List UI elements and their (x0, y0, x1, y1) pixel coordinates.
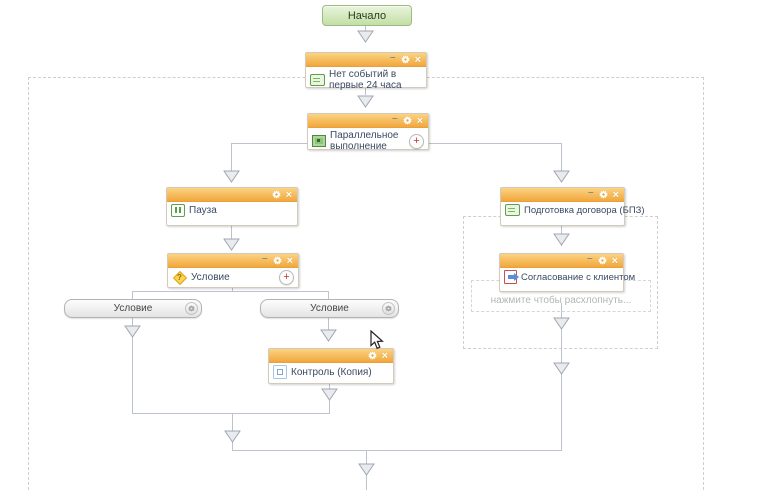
arrowhead-icon (223, 238, 240, 251)
settings-gear-icon[interactable] (400, 55, 410, 64)
arrowhead-icon (553, 170, 570, 183)
activity-title: Условие (191, 272, 230, 283)
connector-line (561, 303, 562, 450)
arrowhead-icon (223, 170, 240, 183)
activity-header: × (167, 188, 297, 202)
add-branch-button[interactable]: + (409, 133, 424, 149)
activity-title: Нет событий в первые 24 часа (329, 69, 402, 91)
expand-hint-label: нажмите чтобы расхлопнуть... (490, 294, 632, 306)
arrowhead-icon (357, 95, 374, 108)
connector-line (427, 143, 562, 144)
close-icon[interactable]: × (611, 254, 618, 267)
control-activity-icon (273, 365, 287, 379)
arrowhead-icon (320, 329, 337, 342)
activity-title: Контроль (Копия) (291, 366, 372, 378)
activity-parallel-execution[interactable]: – × Параллельное выполнение + (307, 113, 429, 152)
activity-title: Параллельное выполнение (330, 130, 399, 152)
activity-client-approval[interactable]: – × Согласование с клиентом (499, 253, 635, 292)
settings-gear-icon[interactable] (271, 190, 281, 199)
minimize-button[interactable]: – (262, 253, 268, 264)
activity-contract-preparation[interactable]: – × Подготовка договора (БПЗ) (500, 187, 645, 226)
arrowhead-icon (553, 317, 570, 330)
settings-gear-icon[interactable] (597, 256, 607, 265)
activity-control-copy[interactable]: × Контроль (Копия) (268, 348, 394, 384)
arrowhead-icon (224, 430, 241, 443)
arrowhead-icon (357, 30, 374, 43)
arrowhead-icon (553, 362, 570, 375)
minimize-button[interactable]: – (390, 52, 396, 63)
start-node[interactable]: Начало (322, 5, 412, 26)
activity-header: – × (168, 254, 298, 268)
minimize-button[interactable]: – (587, 253, 593, 264)
branch-settings-gear-icon[interactable] (382, 302, 395, 315)
activity-pause[interactable]: × Пауза (166, 187, 298, 226)
connector-line (328, 291, 329, 300)
approval-activity-icon (504, 270, 519, 284)
activity-header: – × (308, 114, 428, 128)
activity-header: – × (500, 254, 623, 268)
condition-branch-right[interactable]: Условие (260, 299, 399, 318)
minimize-button[interactable]: – (392, 113, 398, 124)
arrowhead-icon (124, 325, 141, 338)
subprocess-activity-icon (505, 204, 520, 216)
connector-line (132, 291, 329, 292)
pause-activity-icon (171, 204, 185, 217)
minimize-button[interactable]: – (588, 187, 594, 198)
settings-gear-icon[interactable] (367, 351, 377, 360)
settings-gear-icon[interactable] (402, 116, 412, 125)
connector-line (561, 143, 562, 171)
close-icon[interactable]: × (285, 188, 292, 201)
settings-gear-icon[interactable] (598, 190, 608, 199)
branch-label: Условие (113, 303, 153, 314)
connector-line (365, 86, 366, 95)
activity-title: Пауза (189, 205, 217, 216)
connector-line (365, 24, 366, 31)
add-branch-button[interactable]: + (279, 270, 294, 285)
arrowhead-icon (321, 388, 338, 401)
settings-gear-icon[interactable] (272, 256, 282, 265)
close-icon[interactable]: × (416, 114, 423, 127)
connector-line (231, 224, 232, 239)
close-icon[interactable]: × (612, 188, 619, 201)
activity-header: – × (501, 188, 624, 202)
connector-line (232, 286, 233, 292)
close-icon[interactable]: × (414, 53, 421, 66)
activity-title: Согласование с клиентом (521, 271, 636, 283)
branch-settings-gear-icon[interactable] (185, 302, 198, 315)
connector-line (328, 316, 329, 341)
connector-line (231, 143, 308, 144)
connector-line (232, 450, 562, 451)
activity-no-events[interactable]: – × Нет событий в первые 24 часа (305, 52, 427, 91)
connector-line (132, 291, 133, 300)
activity-header: – × (306, 53, 426, 67)
activity-header: × (269, 349, 393, 363)
connector-line (132, 413, 330, 414)
condition-branch-left[interactable]: Условие (64, 299, 202, 318)
connector-line (132, 316, 133, 413)
mouse-cursor-icon (370, 330, 384, 350)
close-icon[interactable]: × (381, 349, 388, 362)
activity-condition[interactable]: – × ? Условие + (167, 253, 299, 288)
arrowhead-icon (358, 463, 375, 476)
arrowhead-icon (553, 233, 570, 246)
close-icon[interactable]: × (286, 254, 293, 267)
activity-title: Подготовка договора (БПЗ) (524, 204, 645, 216)
event-activity-icon (310, 74, 325, 86)
branch-label: Условие (310, 303, 349, 314)
connector-line (231, 143, 232, 171)
condition-activity-icon: ? (172, 270, 188, 286)
parallel-activity-icon (312, 135, 326, 147)
